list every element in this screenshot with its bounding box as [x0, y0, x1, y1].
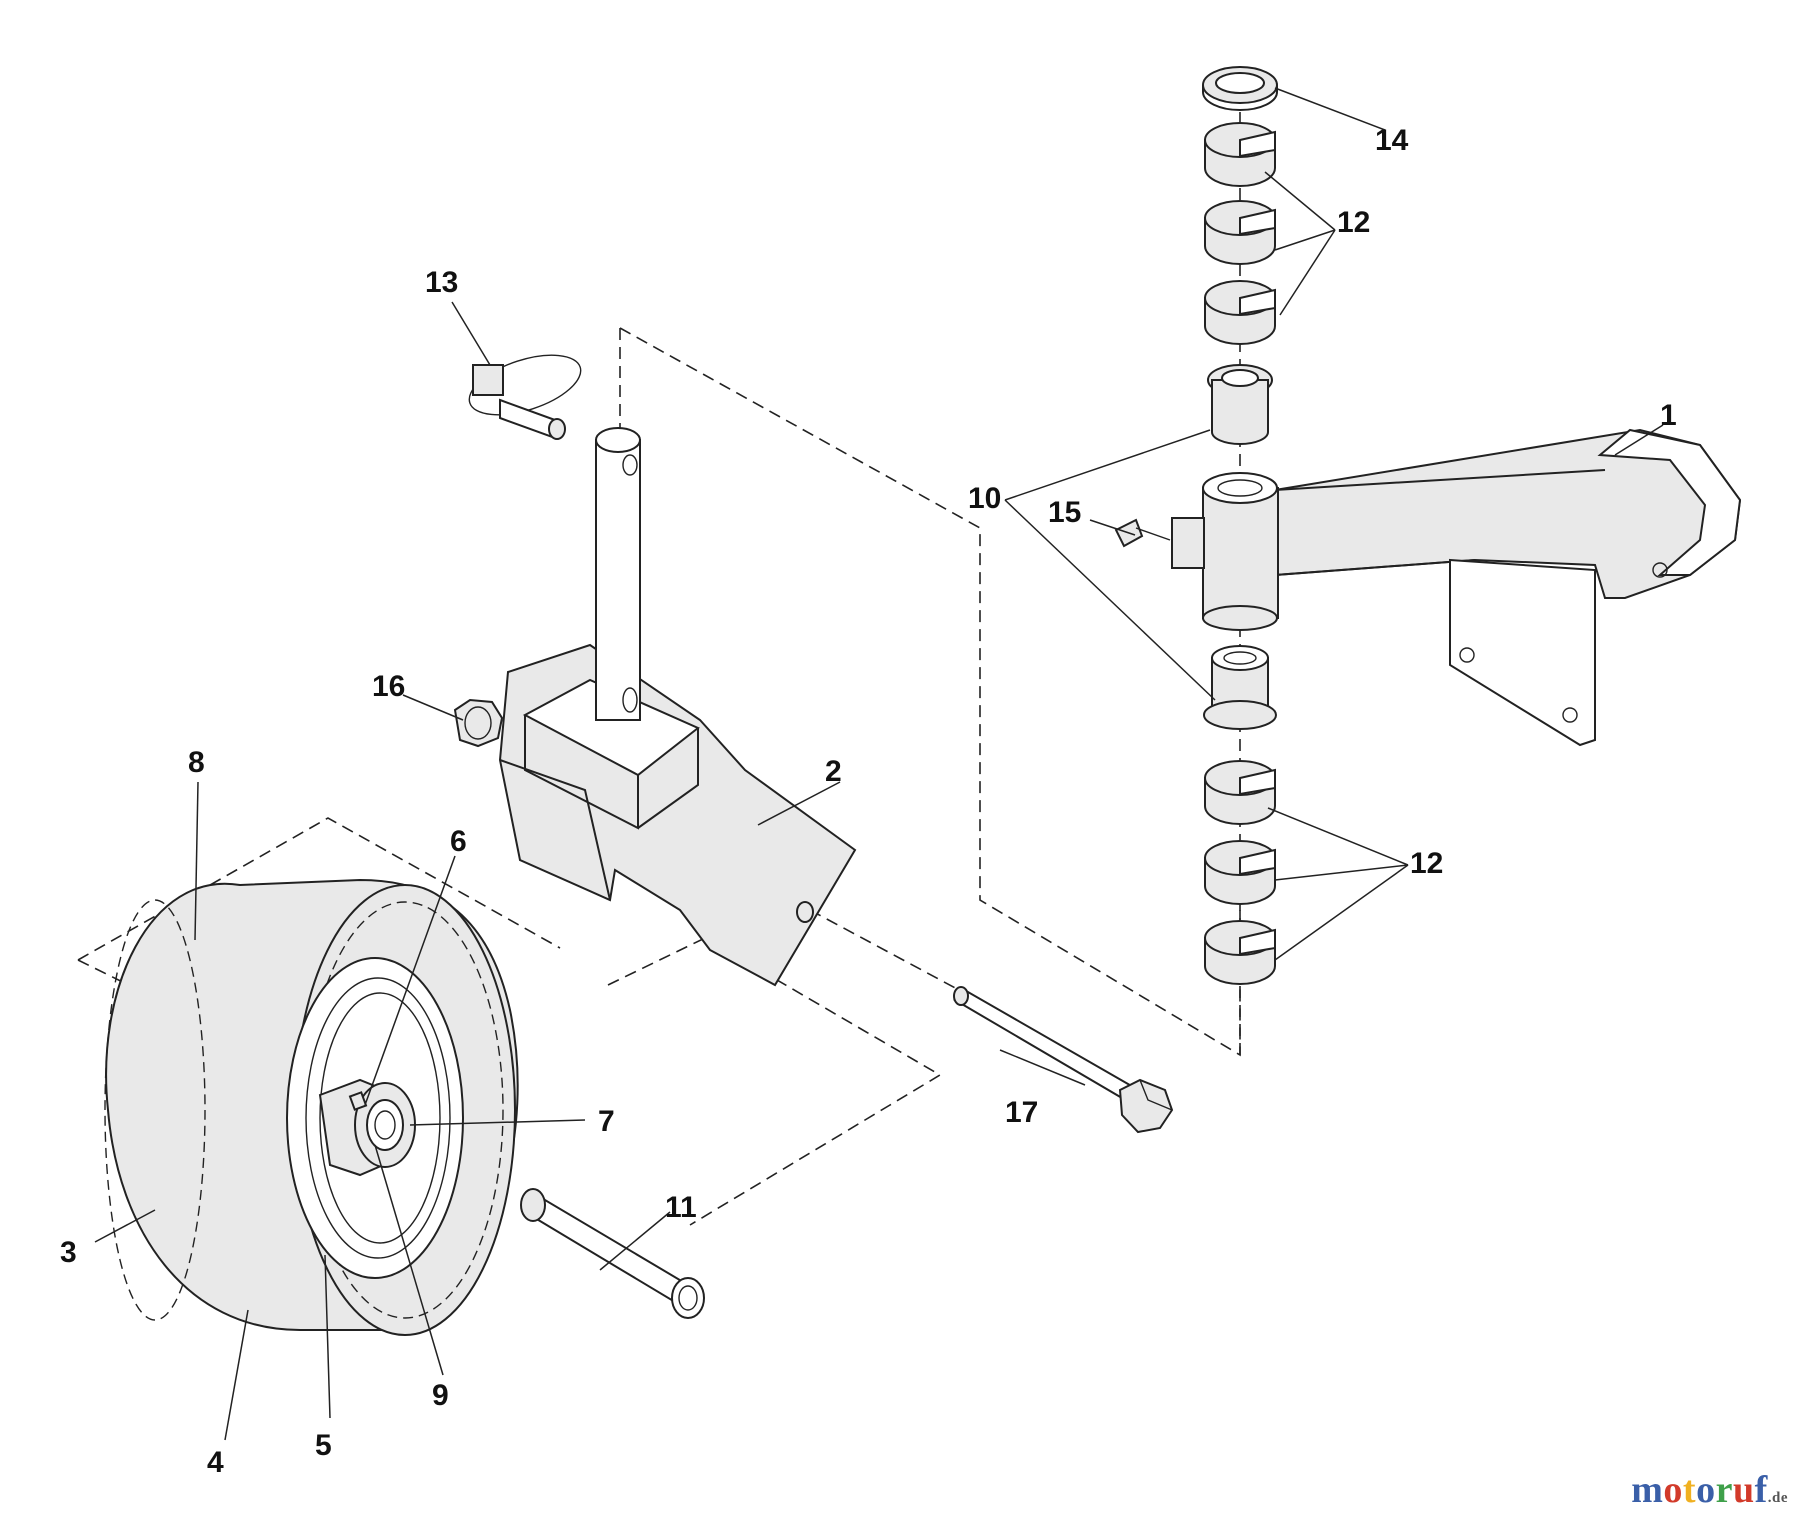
logo-letter: t — [1682, 1469, 1697, 1511]
part-16-nut — [453, 698, 504, 748]
callout-13: 13 — [425, 266, 458, 299]
part-10-bushing-lower — [1203, 645, 1277, 730]
part-11-spacer-tube — [520, 1188, 705, 1319]
logo-letter: u — [1732, 1469, 1755, 1511]
callout-15: 15 — [1048, 496, 1081, 529]
part-1-caster-arm — [1171, 428, 1742, 747]
callout-12-upper: 12 — [1337, 206, 1370, 239]
callout-5: 5 — [315, 1429, 332, 1462]
spacer-upper-3 — [1204, 280, 1276, 345]
logo-letter: r — [1715, 1469, 1733, 1511]
part-13-lynch-pin — [468, 354, 582, 440]
part-12-spacers-lower — [1204, 760, 1276, 985]
logo-letter: f — [1754, 1469, 1768, 1511]
callout-4: 4 — [207, 1446, 224, 1479]
logo-letter: o — [1696, 1469, 1716, 1511]
callout-6: 6 — [450, 825, 467, 858]
callout-3: 3 — [60, 1236, 77, 1269]
callout-9: 9 — [432, 1379, 449, 1412]
logo-letter: o — [1663, 1469, 1683, 1511]
logo-letter: m — [1631, 1469, 1664, 1511]
callout-11: 11 — [665, 1191, 697, 1224]
part-17-bolt — [953, 986, 1174, 1134]
part-10-bushing-upper — [1207, 364, 1273, 445]
spacer-upper-1 — [1204, 122, 1276, 187]
callout-2: 2 — [825, 755, 842, 788]
callout-12-lower: 12 — [1410, 847, 1443, 880]
callout-7: 7 — [598, 1105, 615, 1138]
callout-labels: 1 2 3 4 5 6 7 8 9 10 11 12 12 13 14 15 1… — [60, 124, 1677, 1479]
part-15-grease-fitting — [1114, 518, 1171, 548]
callout-14: 14 — [1375, 124, 1409, 157]
spacer-lower-2 — [1204, 840, 1276, 905]
part-12-spacers-upper — [1204, 122, 1276, 345]
callout-10: 10 — [968, 482, 1001, 515]
callout-leader-lines — [94, 87, 1664, 1441]
spacer-lower-3 — [1204, 920, 1276, 985]
logo-suffix: .de — [1767, 1490, 1788, 1506]
callout-8: 8 — [188, 746, 205, 779]
part-2-caster-fork — [498, 643, 857, 987]
spacer-upper-2 — [1204, 200, 1276, 265]
part-14-thrust-washer — [1202, 66, 1278, 111]
motoruf-watermark-logo: motoruf.de — [1631, 1468, 1788, 1512]
caster-pivot-pin — [595, 427, 641, 721]
spacer-lower-1 — [1204, 760, 1276, 825]
callout-1: 1 — [1660, 399, 1677, 432]
callout-17: 17 — [1005, 1096, 1038, 1129]
callout-16: 16 — [372, 670, 405, 703]
parts-6-7-9-hub-bearing — [318, 1078, 416, 1177]
